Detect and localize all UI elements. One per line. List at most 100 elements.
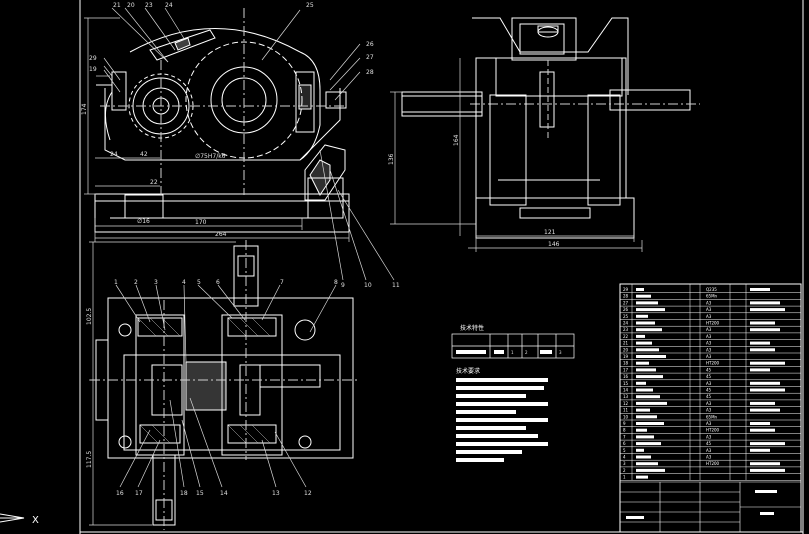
bom-material: A3 bbox=[706, 341, 712, 346]
bom-part-name bbox=[636, 381, 646, 385]
bom-material: A3 bbox=[706, 381, 712, 386]
bom-part-name bbox=[636, 294, 651, 298]
bom-material: A3 bbox=[706, 314, 712, 319]
bom-row-number: 27 bbox=[623, 300, 629, 305]
callout-11: 11 bbox=[392, 282, 400, 289]
bom-material: A3 bbox=[706, 300, 712, 305]
tech-row-1: 1 bbox=[511, 350, 514, 355]
front-view-callout-labels: 21 20 23 24 25 26 27 28 29 19 bbox=[89, 2, 374, 76]
callout-21: 21 bbox=[113, 2, 121, 9]
bom-row-number: 14 bbox=[623, 388, 629, 393]
dim-164: 164 bbox=[453, 134, 460, 146]
callout-12: 12 bbox=[304, 490, 312, 497]
side-view-dimensions bbox=[390, 58, 643, 252]
bom-standard bbox=[750, 381, 780, 385]
bom-part-name bbox=[636, 308, 665, 312]
bom-material: A3 bbox=[706, 347, 712, 352]
bom-standard bbox=[750, 448, 770, 452]
dim-121: 121 bbox=[544, 229, 556, 236]
callout-10: 10 bbox=[364, 282, 372, 289]
bom-part-name bbox=[636, 415, 657, 419]
callout-4: 4 bbox=[182, 279, 186, 286]
title-block-fills bbox=[626, 490, 777, 519]
front-view bbox=[94, 8, 350, 233]
dim-42: 42 bbox=[140, 151, 148, 158]
dim-22: 22 bbox=[150, 179, 158, 186]
callout-29: 29 bbox=[89, 55, 97, 62]
bom-part-name bbox=[636, 334, 645, 338]
ucs-icon bbox=[0, 513, 25, 523]
bom-standard bbox=[750, 401, 775, 405]
bom-standard bbox=[750, 388, 785, 392]
bom-part-name bbox=[636, 368, 656, 372]
tech-requirements-title: 技术要求 bbox=[456, 367, 480, 375]
callout-17: 17 bbox=[135, 490, 143, 497]
tech-row-3: 3 bbox=[559, 350, 562, 355]
bom-row-number: 3 bbox=[623, 461, 626, 466]
bom-material: A3 bbox=[706, 327, 712, 332]
callout-3: 3 bbox=[154, 279, 158, 286]
bom-row-number: 1 bbox=[623, 475, 626, 480]
bom-row-number: 21 bbox=[623, 341, 629, 346]
front-view-dimension-text: 174 24 42 22 170 264 ∅16 ∅75H7/k6 bbox=[81, 103, 227, 238]
bom-row-number: 25 bbox=[623, 314, 629, 319]
top-view-dimensions bbox=[89, 241, 236, 526]
callout-15: 15 bbox=[196, 490, 204, 497]
callout-28: 28 bbox=[366, 69, 374, 76]
callout-8: 8 bbox=[334, 279, 338, 286]
bom-part-name bbox=[636, 408, 650, 412]
bom-row-number: 9 bbox=[623, 421, 626, 426]
callout-9: 9 bbox=[341, 282, 345, 289]
bom-row-number: 28 bbox=[623, 294, 629, 299]
bom-row-number: 17 bbox=[623, 367, 629, 372]
dim-117-5: 117.5 bbox=[86, 451, 93, 468]
ucs-x-label: X bbox=[32, 515, 39, 526]
callout-13: 13 bbox=[272, 490, 280, 497]
callout-1: 1 bbox=[114, 279, 118, 286]
dim-146: 146 bbox=[548, 241, 560, 248]
tech-requirements-lines bbox=[456, 378, 548, 462]
bom-material: A3 bbox=[706, 401, 712, 406]
bom-row-number: 13 bbox=[623, 394, 629, 399]
bom-row-number: 10 bbox=[623, 414, 629, 419]
top-view bbox=[90, 240, 360, 530]
bom-standard bbox=[750, 341, 770, 345]
bom-row-number: 6 bbox=[623, 441, 626, 446]
callout-5: 5 bbox=[197, 279, 201, 286]
bom-material: HT200 bbox=[706, 361, 720, 366]
bom-material: A3 bbox=[706, 334, 712, 339]
bom-standard bbox=[750, 442, 785, 446]
tech-requirements: 技术要求 bbox=[456, 367, 548, 462]
bom-material: 45 bbox=[706, 394, 712, 399]
dim-174: 174 bbox=[81, 103, 88, 115]
bom-standard bbox=[750, 308, 785, 312]
bom-material: A3 bbox=[706, 354, 712, 359]
callout-19: 19 bbox=[89, 66, 97, 73]
bom-material: HT200 bbox=[706, 461, 720, 466]
bom-material: 65Mn bbox=[706, 294, 718, 299]
bom-row-number: 22 bbox=[623, 334, 629, 339]
bom-part-name bbox=[636, 435, 654, 439]
bom-part-name bbox=[636, 328, 662, 332]
bom-material: Q235 bbox=[706, 287, 717, 292]
bom-material: A3 bbox=[706, 421, 712, 426]
bom-row-number: 18 bbox=[623, 361, 629, 366]
bom-material: 45 bbox=[706, 374, 712, 379]
bom-standard bbox=[750, 288, 770, 291]
bom-standard bbox=[750, 408, 780, 412]
bom-material: 45 bbox=[706, 441, 712, 446]
bom-part-name bbox=[636, 301, 658, 305]
bom-row-number: 20 bbox=[623, 347, 629, 352]
top-view-dimension-text: 102.5 117.5 bbox=[86, 308, 93, 468]
dim-102-5: 102.5 bbox=[86, 308, 93, 325]
bom-row-number: 12 bbox=[623, 401, 629, 406]
bom-part-name bbox=[636, 395, 660, 399]
bom-part-name bbox=[636, 288, 644, 291]
dim-24: 24 bbox=[110, 151, 118, 158]
callout-16: 16 bbox=[116, 490, 124, 497]
bom-row-number: 11 bbox=[623, 408, 629, 413]
bom-standard bbox=[750, 301, 780, 305]
bom-part-name bbox=[636, 468, 665, 472]
